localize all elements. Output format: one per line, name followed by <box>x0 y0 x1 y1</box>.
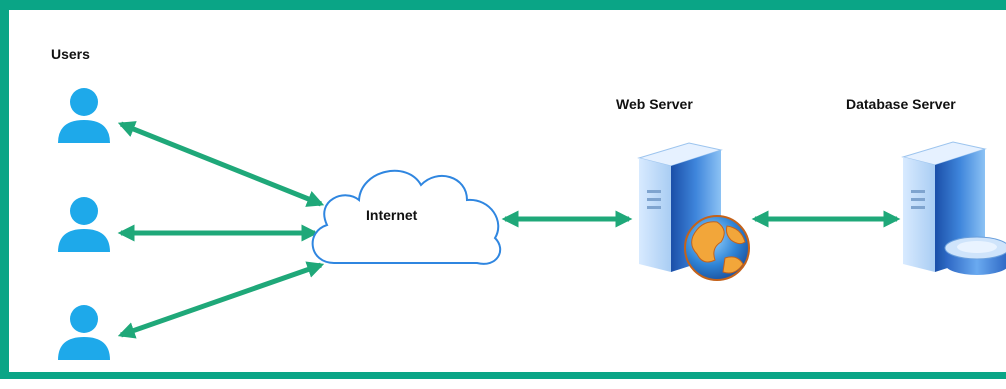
user-icon <box>58 88 110 143</box>
internet-cloud <box>311 169 502 265</box>
globe-icon <box>684 215 750 281</box>
internet-label: Internet <box>366 207 418 223</box>
arrow-user3-internet <box>117 261 325 339</box>
database-disk-icon <box>944 236 1006 275</box>
web-server-label: Web Server <box>616 96 693 112</box>
diagram-frame: Users Internet Web Server Database Serve… <box>0 0 1006 379</box>
arrow-user1-internet <box>117 121 325 207</box>
network-diagram <box>58 88 1006 360</box>
database-server-label: Database Server <box>846 96 956 112</box>
users-label: Users <box>51 46 90 62</box>
user-icon <box>58 197 110 252</box>
user-icon <box>58 305 110 360</box>
